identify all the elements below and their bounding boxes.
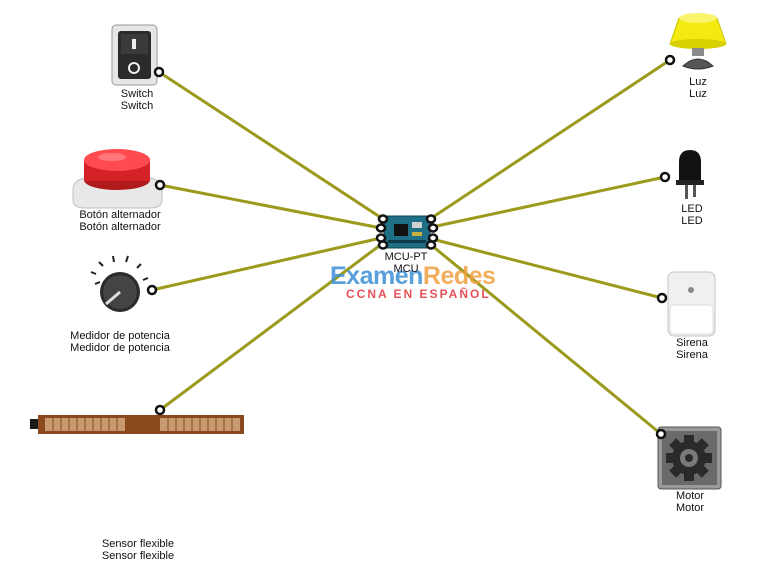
led-name: LED xyxy=(681,203,703,215)
flex-sensor-segments xyxy=(52,418,233,431)
cable-potentiometer-mcu[interactable] xyxy=(151,236,382,292)
mcu-port-d1[interactable] xyxy=(375,223,387,233)
flex-sensor-label: Sensor flexible Sensor flexible xyxy=(90,538,186,562)
switch-type: Switch xyxy=(120,100,154,112)
switch-on-mark-icon xyxy=(132,39,136,49)
cable-led-mcu[interactable] xyxy=(431,175,666,229)
mcu-ports xyxy=(375,214,439,250)
cable-siren-mcu[interactable] xyxy=(431,237,663,300)
port-potentiometer[interactable] xyxy=(146,284,158,296)
port-light[interactable] xyxy=(664,54,676,66)
siren-device[interactable] xyxy=(656,271,716,337)
port-switch[interactable] xyxy=(153,66,165,78)
light-type: Luz xyxy=(689,88,707,100)
switch-label: Switch Switch xyxy=(104,88,170,112)
led-label: LED LED xyxy=(672,203,712,227)
flex-sensor-type: Sensor flexible xyxy=(101,550,175,562)
button-type: Botón alternador xyxy=(79,221,161,233)
motor-type: Motor xyxy=(675,502,705,514)
mcu-label: MCU-PT MCU xyxy=(376,251,436,275)
cable-flex-sensor-mcu[interactable] xyxy=(159,241,384,412)
watermark-part2: Redes xyxy=(422,262,496,290)
cable-button-mcu[interactable] xyxy=(159,183,382,230)
potentiometer-device[interactable] xyxy=(90,255,158,312)
mcu-device[interactable] xyxy=(375,214,439,250)
potentiometer-name: Medidor de potencia xyxy=(70,330,170,342)
switch-off-mark-icon xyxy=(128,62,140,74)
motor-name: Motor xyxy=(675,490,705,502)
light-device[interactable] xyxy=(664,13,727,70)
siren-indicator-icon xyxy=(688,287,694,293)
mcu-name: MCU-PT xyxy=(384,251,428,263)
mcu-port-d2[interactable] xyxy=(425,214,437,224)
switch-name: Switch xyxy=(120,88,154,100)
cables xyxy=(151,58,671,436)
switch-device[interactable] xyxy=(111,24,165,86)
led-device[interactable] xyxy=(659,150,704,199)
button-name: Botón alternador xyxy=(79,209,161,221)
led-type: LED xyxy=(681,215,703,227)
port-flex-sensor[interactable] xyxy=(154,404,166,416)
siren-type: Sirena xyxy=(676,349,708,361)
light-name: Luz xyxy=(689,76,707,88)
gear-icon xyxy=(666,435,712,481)
flex-sensor-name: Sensor flexible xyxy=(101,538,175,550)
mcu-type: MCU xyxy=(393,263,419,275)
port-button[interactable] xyxy=(154,179,166,191)
potentiometer-ticks xyxy=(90,255,149,285)
potentiometer-label: Medidor de potencia Medidor de potencia xyxy=(55,330,185,354)
port-led[interactable] xyxy=(659,171,671,183)
potentiometer-type: Medidor de potencia xyxy=(70,342,170,354)
cable-light-mcu[interactable] xyxy=(429,58,671,221)
button-device[interactable] xyxy=(72,149,166,209)
light-label: Luz Luz xyxy=(678,76,718,100)
port-siren[interactable] xyxy=(656,292,668,304)
watermark-part1: Examen xyxy=(330,262,423,290)
button-label: Botón alternador Botón alternador xyxy=(60,209,180,233)
mcu-port-d0[interactable] xyxy=(377,214,389,224)
mcu-port-d3[interactable] xyxy=(427,223,439,233)
cable-motor-mcu[interactable] xyxy=(429,242,662,436)
mcu-port-a1[interactable] xyxy=(377,240,389,250)
watermark-subtitle: CCNA EN ESPAÑOL xyxy=(346,287,491,301)
mcu-port-d5[interactable] xyxy=(425,240,437,250)
motor-label: Motor Motor xyxy=(664,490,716,514)
mcu-chip-icon xyxy=(394,224,408,236)
cable-switch-mcu[interactable] xyxy=(158,70,384,221)
siren-name: Sirena xyxy=(676,337,708,349)
siren-label: Sirena Sirena xyxy=(666,337,718,361)
motor-device[interactable] xyxy=(655,426,722,490)
knob-pointer-icon xyxy=(105,290,121,306)
port-motor[interactable] xyxy=(655,428,667,440)
flex-sensor-device[interactable] xyxy=(30,404,244,434)
watermark-logo: ExamenRedes xyxy=(330,262,496,291)
